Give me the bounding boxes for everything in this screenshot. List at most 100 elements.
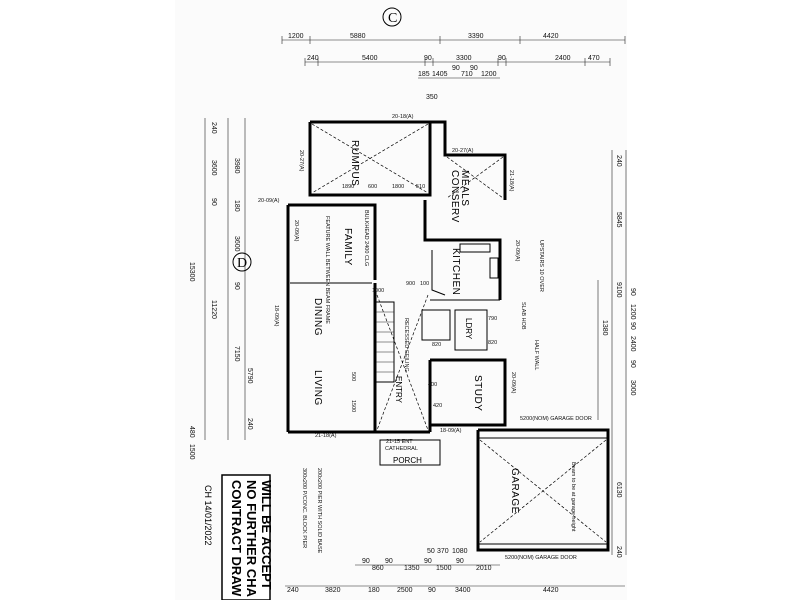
note-garage: Beam to be at garage height xyxy=(570,462,576,532)
kitchen-bench xyxy=(431,243,499,296)
dim-right-5845: 5845 xyxy=(615,212,622,228)
entry-dim-500: 500 xyxy=(350,372,356,381)
window-code-6: 18-09(A) xyxy=(273,305,279,327)
dim-top3-1200: 1200 xyxy=(481,71,497,78)
dim-bot-90c: 90 xyxy=(424,558,432,565)
room-ldry: LDRY xyxy=(464,318,473,340)
dim-bot-2010: 2010 xyxy=(476,565,492,572)
dim-left-7150: 7150 xyxy=(233,346,240,362)
stamp-line-3: WILL BE ACCEPT xyxy=(259,480,274,590)
dim-left-240b: 240 xyxy=(246,418,253,430)
window-code-2: 20-27(A) xyxy=(452,148,474,154)
entry-dim-820a: 820 xyxy=(432,342,441,348)
note-upstairs: UPSTAIRS 10 OVER xyxy=(538,240,544,292)
room-entry: ENTRY xyxy=(394,376,403,404)
window-code-8: 20-09(A) xyxy=(514,240,520,262)
dim-left-1500: 1500 xyxy=(188,444,195,460)
stamp-line-1: CONTRACT DRAW xyxy=(229,480,244,597)
dim-left-15300: 15300 xyxy=(188,262,195,282)
dim-right-1200: 1200 xyxy=(629,304,636,320)
dim-left-11220: 11220 xyxy=(210,300,217,319)
dim-right-1380: 1380 xyxy=(601,320,608,336)
window-code-4: 20-09(A) xyxy=(258,198,280,204)
entry-dim-900: 900 xyxy=(406,281,415,287)
dim-top-5880: 5880 xyxy=(350,33,366,40)
dim-right-240b: 240 xyxy=(615,546,622,558)
window-code-11: 20-09(A) xyxy=(510,372,516,394)
entry-dim-820b: 820 xyxy=(488,340,497,346)
room-kitchen: KITCHEN xyxy=(450,248,461,295)
note-slab-hob: SLAB HOB xyxy=(520,302,526,330)
top-dimensions: 1200 5880 3390 4420 240 5400 90 3300 90 … xyxy=(281,33,626,101)
ceiling-dashes xyxy=(311,123,607,543)
dim-top-1200: 1200 xyxy=(288,33,304,40)
dim-bot2-180: 180 xyxy=(368,587,380,594)
room-rumpus: RUMPUS xyxy=(349,140,360,186)
dim-top2-3300: 3300 xyxy=(456,55,472,62)
dim-right-90c: 90 xyxy=(629,360,636,368)
cathedral-label: CATHEDRAL xyxy=(385,446,418,452)
dim-left-5790: 5790 xyxy=(246,368,253,384)
section-marker-c: C xyxy=(382,7,402,27)
rumpus-dim-600: 600 xyxy=(368,184,377,190)
dim-bot2-4420: 4420 xyxy=(543,587,559,594)
stamp-line-2: NO FURTHER CHA xyxy=(244,480,259,598)
window-code-7: 21-18(A) xyxy=(315,433,337,439)
note-pier: 200x200 PIER WITH SOLID BASE xyxy=(316,468,322,554)
stamp-side: CH 14/01/2022 xyxy=(203,485,213,546)
room-meals: MEALS xyxy=(459,170,470,206)
entry-dim-420: 420 xyxy=(433,403,442,409)
rumpus-dim-1890: 1890 xyxy=(342,184,354,190)
entry-dim-100: 100 xyxy=(420,281,429,287)
bottom-dimensions: 90 860 90 1350 90 1500 90 2010 50 370 10… xyxy=(285,548,625,594)
dim-bot-50: 50 xyxy=(427,548,435,555)
dim-right-6130: 6130 xyxy=(615,482,622,498)
dim-left-3980: 3980 xyxy=(233,158,240,174)
note-feature-wall: FEATURE WALL BETWEEN BEAM FRAME xyxy=(324,216,330,324)
room-family: FAMILY xyxy=(342,228,353,266)
dim-bot-90d: 90 xyxy=(456,558,464,565)
dim-bot-370: 370 xyxy=(437,548,449,555)
dim-left-3600a: 3600 xyxy=(233,236,240,252)
room-labels: RUMPUS MEALS CONSERV FAMILY KITCHEN DINI… xyxy=(312,140,520,514)
dim-top-3390: 3390 xyxy=(468,33,484,40)
dim-bot2-3820: 3820 xyxy=(325,587,341,594)
entry-dim-790: 790 xyxy=(488,316,497,322)
entry-dim-400: 400 xyxy=(428,382,437,388)
window-code-3: 20-27(A) xyxy=(298,150,304,172)
dim-right-3000: 3000 xyxy=(629,380,636,396)
dim-left-480: 480 xyxy=(188,426,195,438)
house-walls xyxy=(286,120,610,552)
dim-bot2-2500: 2500 xyxy=(397,587,413,594)
room-study: STUDY xyxy=(472,375,483,411)
note-recessed: RECESSED CEILING xyxy=(403,318,409,372)
dim-right-9100: 9100 xyxy=(615,282,622,298)
dim-top3-710: 710 xyxy=(461,71,473,78)
entry-dim-1000: 1000 xyxy=(372,288,384,294)
dim-bot-90a: 90 xyxy=(362,558,370,565)
dim-top2-240: 240 xyxy=(307,55,319,62)
room-conserv: CONSERV xyxy=(449,170,460,223)
window-code-12: 21-18(A) xyxy=(508,170,514,192)
dim-top-4420: 4420 xyxy=(543,33,559,40)
dim-top3-1405: 1405 xyxy=(432,71,448,78)
dim-right-2400: 2400 xyxy=(629,336,636,352)
interior-dims: 1890 600 1800 510 20-18(A) 20-27(A) 20-2… xyxy=(258,114,592,561)
room-porch: PORCH xyxy=(393,456,422,465)
dim-left-90b: 90 xyxy=(210,198,217,206)
left-dimensions: 240 3980 180 3600 90 3600 90 7150 5790 2… xyxy=(188,118,253,460)
entry-dim-1500: 1500 xyxy=(350,400,356,412)
rumpus-dim-1800: 1800 xyxy=(392,184,404,190)
garage-door-top: 5200(NOM) GARAGE DOOR xyxy=(520,416,592,422)
dim-top2-5400: 5400 xyxy=(362,55,378,62)
dim-350: 350 xyxy=(426,94,438,101)
window-code-10: 21-15 ENT xyxy=(386,439,413,445)
room-garage: GARAGE xyxy=(509,468,520,514)
stairs xyxy=(375,301,395,383)
window-code-5: 20-09(A) xyxy=(293,220,299,242)
dim-bot2-3400: 3400 xyxy=(455,587,471,594)
dim-right-90a: 90 xyxy=(629,288,636,296)
dim-top2-2400: 2400 xyxy=(555,55,571,62)
dim-top3-90a: 90 xyxy=(452,65,460,72)
dim-left-240a: 240 xyxy=(210,122,217,134)
